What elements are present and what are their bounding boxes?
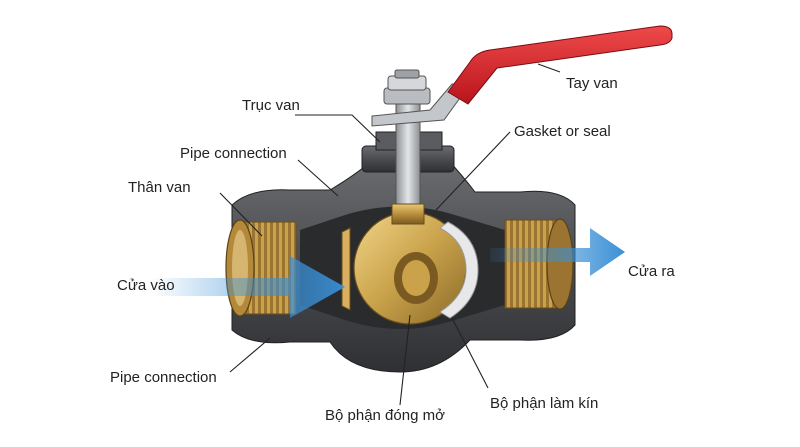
label-inlet: Cửa vào — [117, 277, 175, 294]
inlet-flow-arrow — [150, 256, 345, 318]
valve-handle — [371, 25, 673, 127]
outlet-flow-arrow — [490, 228, 625, 276]
label-stem: Trục van — [242, 97, 300, 114]
label-handle: Tay van — [566, 75, 618, 92]
label-pipe-connection-top: Pipe connection — [180, 145, 287, 162]
label-outlet: Cửa ra — [628, 263, 675, 280]
label-pipe-connection-bottom: Pipe connection — [110, 369, 217, 386]
valve-seat — [341, 221, 479, 319]
label-ball: Bộ phận đóng mở — [325, 407, 445, 424]
label-body: Thân van — [128, 179, 191, 196]
leader-lines — [219, 63, 561, 406]
valve-ball — [353, 203, 467, 325]
label-gasket: Gasket or seal — [514, 123, 611, 140]
label-seat: Bộ phận làm kín — [490, 395, 598, 412]
valve-body — [225, 131, 576, 373]
